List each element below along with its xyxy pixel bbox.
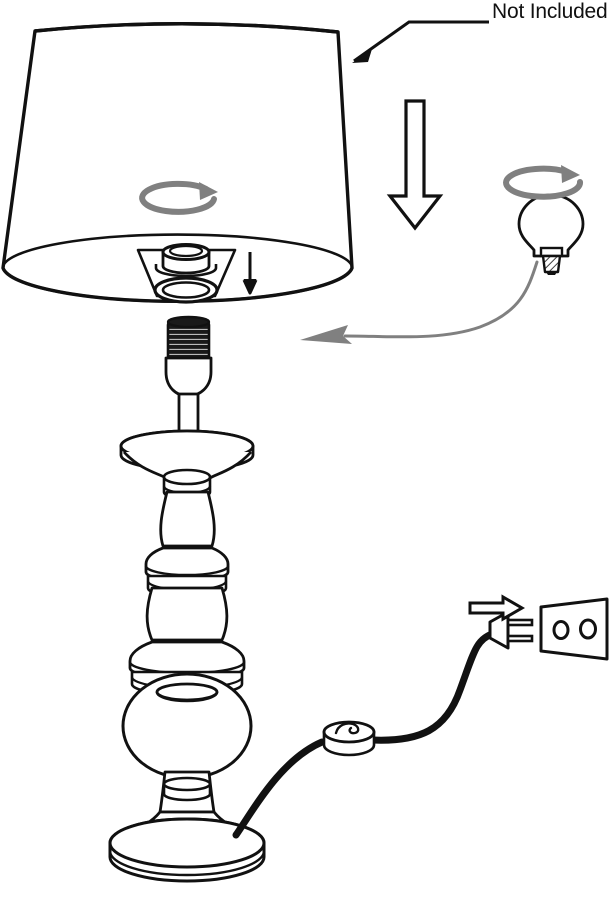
plug-insert-arrow bbox=[468, 594, 525, 622]
wall-outlet bbox=[539, 597, 609, 661]
shade-rotate-arrow bbox=[139, 180, 218, 215]
shade-fitting bbox=[136, 243, 237, 304]
bulb-rotate-arrow bbox=[503, 165, 584, 200]
power-cord bbox=[232, 630, 496, 839]
inline-switch[interactable] bbox=[322, 720, 376, 757]
not-included-label: Not Included bbox=[492, 0, 608, 23]
bulb-placement-arrow bbox=[300, 260, 539, 344]
shade-assembly-arrow bbox=[386, 99, 444, 231]
lamp-shade bbox=[1, 22, 354, 303]
not-included-leader-line bbox=[352, 20, 489, 63]
light-bulb bbox=[517, 193, 585, 275]
lamp-body bbox=[108, 429, 266, 883]
shade-down-arrow bbox=[242, 252, 258, 295]
power-plug bbox=[488, 610, 534, 650]
